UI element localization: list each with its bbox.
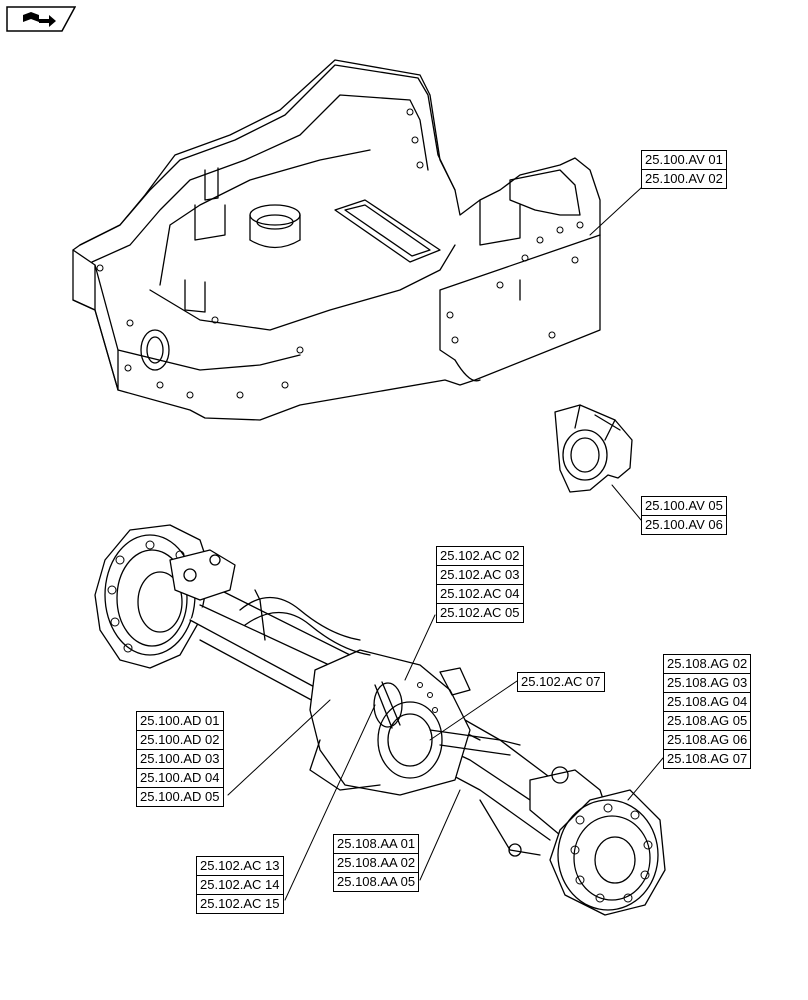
callout-axle-top-3[interactable]: 25.102.AC 04 — [436, 584, 524, 604]
callout-bracket-2[interactable]: 25.100.AV 06 — [641, 515, 727, 535]
callout-hub-3[interactable]: 25.108.AG 04 — [663, 692, 752, 712]
callout-shaft-1[interactable]: 25.108.AA 01 — [333, 834, 420, 854]
callout-hub-5[interactable]: 25.108.AG 06 — [663, 730, 752, 750]
bracket-part — [554, 404, 633, 493]
front-axle — [94, 524, 666, 916]
callout-diff-1[interactable]: 25.102.AC 13 — [196, 856, 284, 876]
callout-frame-1[interactable]: 25.100.AV 01 — [641, 150, 727, 170]
callout-shaft-3[interactable]: 25.108.AA 05 — [333, 872, 420, 892]
callout-axle-top-4[interactable]: 25.102.AC 05 — [436, 603, 524, 623]
callout-housing-2[interactable]: 25.100.AD 02 — [136, 730, 224, 750]
callout-hub-6[interactable]: 25.108.AG 07 — [663, 749, 752, 769]
callout-frame-2[interactable]: 25.100.AV 02 — [641, 169, 727, 189]
callout-bracket-1[interactable]: 25.100.AV 05 — [641, 496, 727, 516]
callout-axle-top-1[interactable]: 25.102.AC 02 — [436, 546, 524, 566]
callout-axle-ring[interactable]: 25.102.AC 07 — [517, 672, 605, 692]
callout-housing-1[interactable]: 25.100.AD 01 — [136, 711, 224, 731]
front-frame — [72, 59, 601, 421]
callout-shaft-2[interactable]: 25.108.AA 02 — [333, 853, 420, 873]
callout-housing-3[interactable]: 25.100.AD 03 — [136, 749, 224, 769]
callout-hub-2[interactable]: 25.108.AG 03 — [663, 673, 752, 693]
callout-diff-2[interactable]: 25.102.AC 14 — [196, 875, 284, 895]
callout-diff-3[interactable]: 25.102.AC 15 — [196, 894, 284, 914]
leader-lines — [227, 187, 664, 901]
callout-hub-4[interactable]: 25.108.AG 05 — [663, 711, 752, 731]
callout-housing-4[interactable]: 25.100.AD 04 — [136, 768, 224, 788]
callout-axle-top-2[interactable]: 25.102.AC 03 — [436, 565, 524, 585]
callout-hub-1[interactable]: 25.108.AG 02 — [663, 654, 752, 674]
book-arrow-icon[interactable] — [6, 6, 76, 32]
callout-housing-5[interactable]: 25.100.AD 05 — [136, 787, 224, 807]
